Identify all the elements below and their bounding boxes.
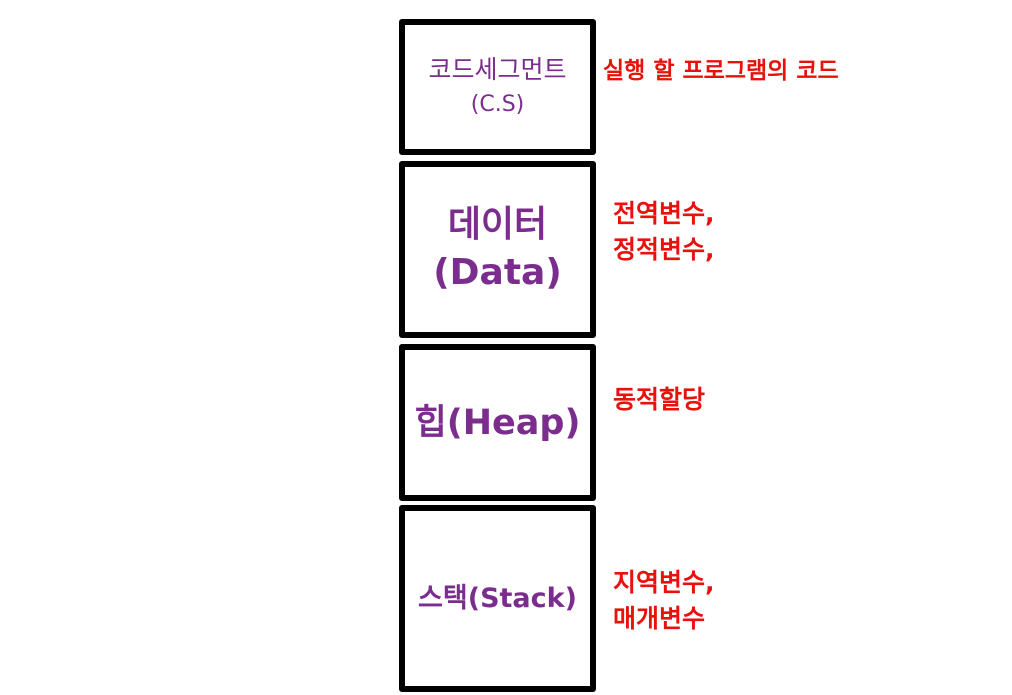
data-segment-note-line: 정적변수,	[613, 235, 715, 264]
data-segment-note-line: 전역변수,	[613, 199, 715, 228]
stack-segment-name: 스택(Stack)	[418, 582, 577, 614]
code-segment-note-line: 실행 할 프로그램의 코드	[603, 58, 839, 84]
heap-segment-name: 힙(Heap)	[414, 402, 581, 443]
stack-segment-note: 지역변수, 매개변수	[613, 565, 715, 637]
heap-segment-note-line: 동적할당	[613, 385, 706, 414]
data-segment-note: 전역변수, 정적변수,	[613, 196, 715, 268]
stack-segment-note-line: 지역변수,	[613, 568, 715, 597]
data-segment-box: 데이터 (Data)	[399, 161, 596, 338]
data-segment-name: 데이터	[447, 203, 548, 245]
code-segment-abbr: (C.S)	[470, 92, 525, 117]
data-segment-abbr: (Data)	[433, 251, 562, 293]
code-segment-name: 코드세그먼트	[428, 55, 567, 84]
stack-segment-note-line: 매개변수	[613, 604, 706, 633]
stack-segment-box: 스택(Stack)	[399, 505, 596, 692]
heap-segment-note: 동적할당	[613, 383, 705, 417]
code-segment-box: 코드세그먼트 (C.S)	[399, 19, 596, 155]
code-segment-note: 실행 할 프로그램의 코드	[603, 55, 839, 87]
heap-segment-box: 힙(Heap)	[399, 344, 596, 501]
